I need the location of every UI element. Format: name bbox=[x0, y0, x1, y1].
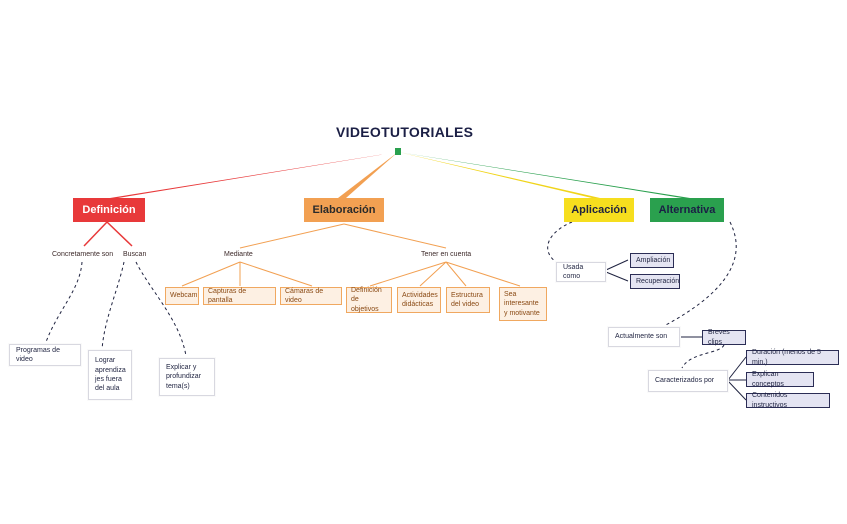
link-def-programas bbox=[45, 261, 83, 343]
label-mediante: Mediante bbox=[224, 251, 253, 258]
link-apl-usada bbox=[547, 221, 573, 263]
node-contenidos-instructivos[interactable]: Contenidos instructivos bbox=[746, 392, 830, 409]
link-alt-actualmente bbox=[663, 221, 737, 327]
link-elab-tener bbox=[343, 223, 447, 249]
node-webcam[interactable]: Webcam bbox=[165, 287, 199, 305]
node-capturas-de-pantalla[interactable]: Capturas de pantalla bbox=[203, 287, 276, 305]
link-def-buscan bbox=[106, 221, 133, 247]
branch-alternativa[interactable]: Alternativa bbox=[650, 198, 724, 222]
node-breves-clips[interactable]: Breves clips bbox=[702, 329, 746, 346]
link-caract-items bbox=[727, 356, 747, 401]
node-caracterizados-por[interactable]: Caracterizados por bbox=[648, 370, 728, 392]
link-root-elaboracion bbox=[338, 152, 398, 198]
link-root-alternativa bbox=[398, 152, 690, 198]
link-breves-caracterizados bbox=[681, 344, 725, 369]
link-elab-mediante bbox=[239, 223, 345, 249]
link-root-definicion bbox=[110, 152, 398, 198]
node-actualmente-son[interactable]: Actualmente son bbox=[608, 327, 680, 347]
node-explicar-profundizar[interactable]: Explicar y profundizar tema(s) bbox=[159, 358, 215, 396]
root-knob bbox=[395, 148, 401, 155]
node-estructura-del-video[interactable]: Estructura del video bbox=[446, 287, 490, 313]
node-definicion-de-objetivos[interactable]: Definición de objetivos bbox=[346, 287, 392, 313]
label-tener-en-cuenta: Tener en cuenta bbox=[421, 251, 472, 258]
node-lograr-aprendizajes[interactable]: Lograr aprendiza jes fuera del aula bbox=[88, 350, 132, 400]
link-def-concretamente bbox=[83, 221, 108, 247]
node-ampliacion[interactable]: Ampliación bbox=[630, 253, 674, 268]
branch-aplicacion[interactable]: Aplicación bbox=[564, 198, 634, 222]
branch-elaboracion[interactable]: Elaboración bbox=[304, 198, 384, 222]
link-def-lograr bbox=[101, 261, 125, 351]
label-concretamente-son: Concretamente son bbox=[52, 251, 114, 258]
node-programas-de-video[interactable]: Programas de video bbox=[9, 344, 81, 366]
node-recuperacion[interactable]: Recuperación bbox=[630, 274, 680, 289]
link-usada-items bbox=[605, 259, 629, 282]
link-tener-children bbox=[369, 261, 521, 287]
branch-definicion[interactable]: Definición bbox=[73, 198, 145, 222]
node-duracion[interactable]: Duración (menos de 5 min.) bbox=[746, 349, 839, 366]
node-actividades-didacticas[interactable]: Actividades didácticas bbox=[397, 287, 441, 313]
node-camaras-de-video[interactable]: Cámaras de video bbox=[280, 287, 342, 305]
node-usada-como[interactable]: Usada como bbox=[556, 262, 606, 282]
link-root-aplicacion bbox=[398, 152, 600, 198]
label-buscan: Buscan bbox=[123, 251, 147, 258]
node-sea-interesante[interactable]: Sea interesante y motivante bbox=[499, 287, 547, 321]
node-explican-conceptos[interactable]: Explican conceptos bbox=[746, 371, 814, 388]
map-title: VIDEOTUTORIALES bbox=[336, 124, 474, 140]
link-def-explicar bbox=[135, 261, 187, 357]
link-mediante-children bbox=[181, 261, 313, 287]
